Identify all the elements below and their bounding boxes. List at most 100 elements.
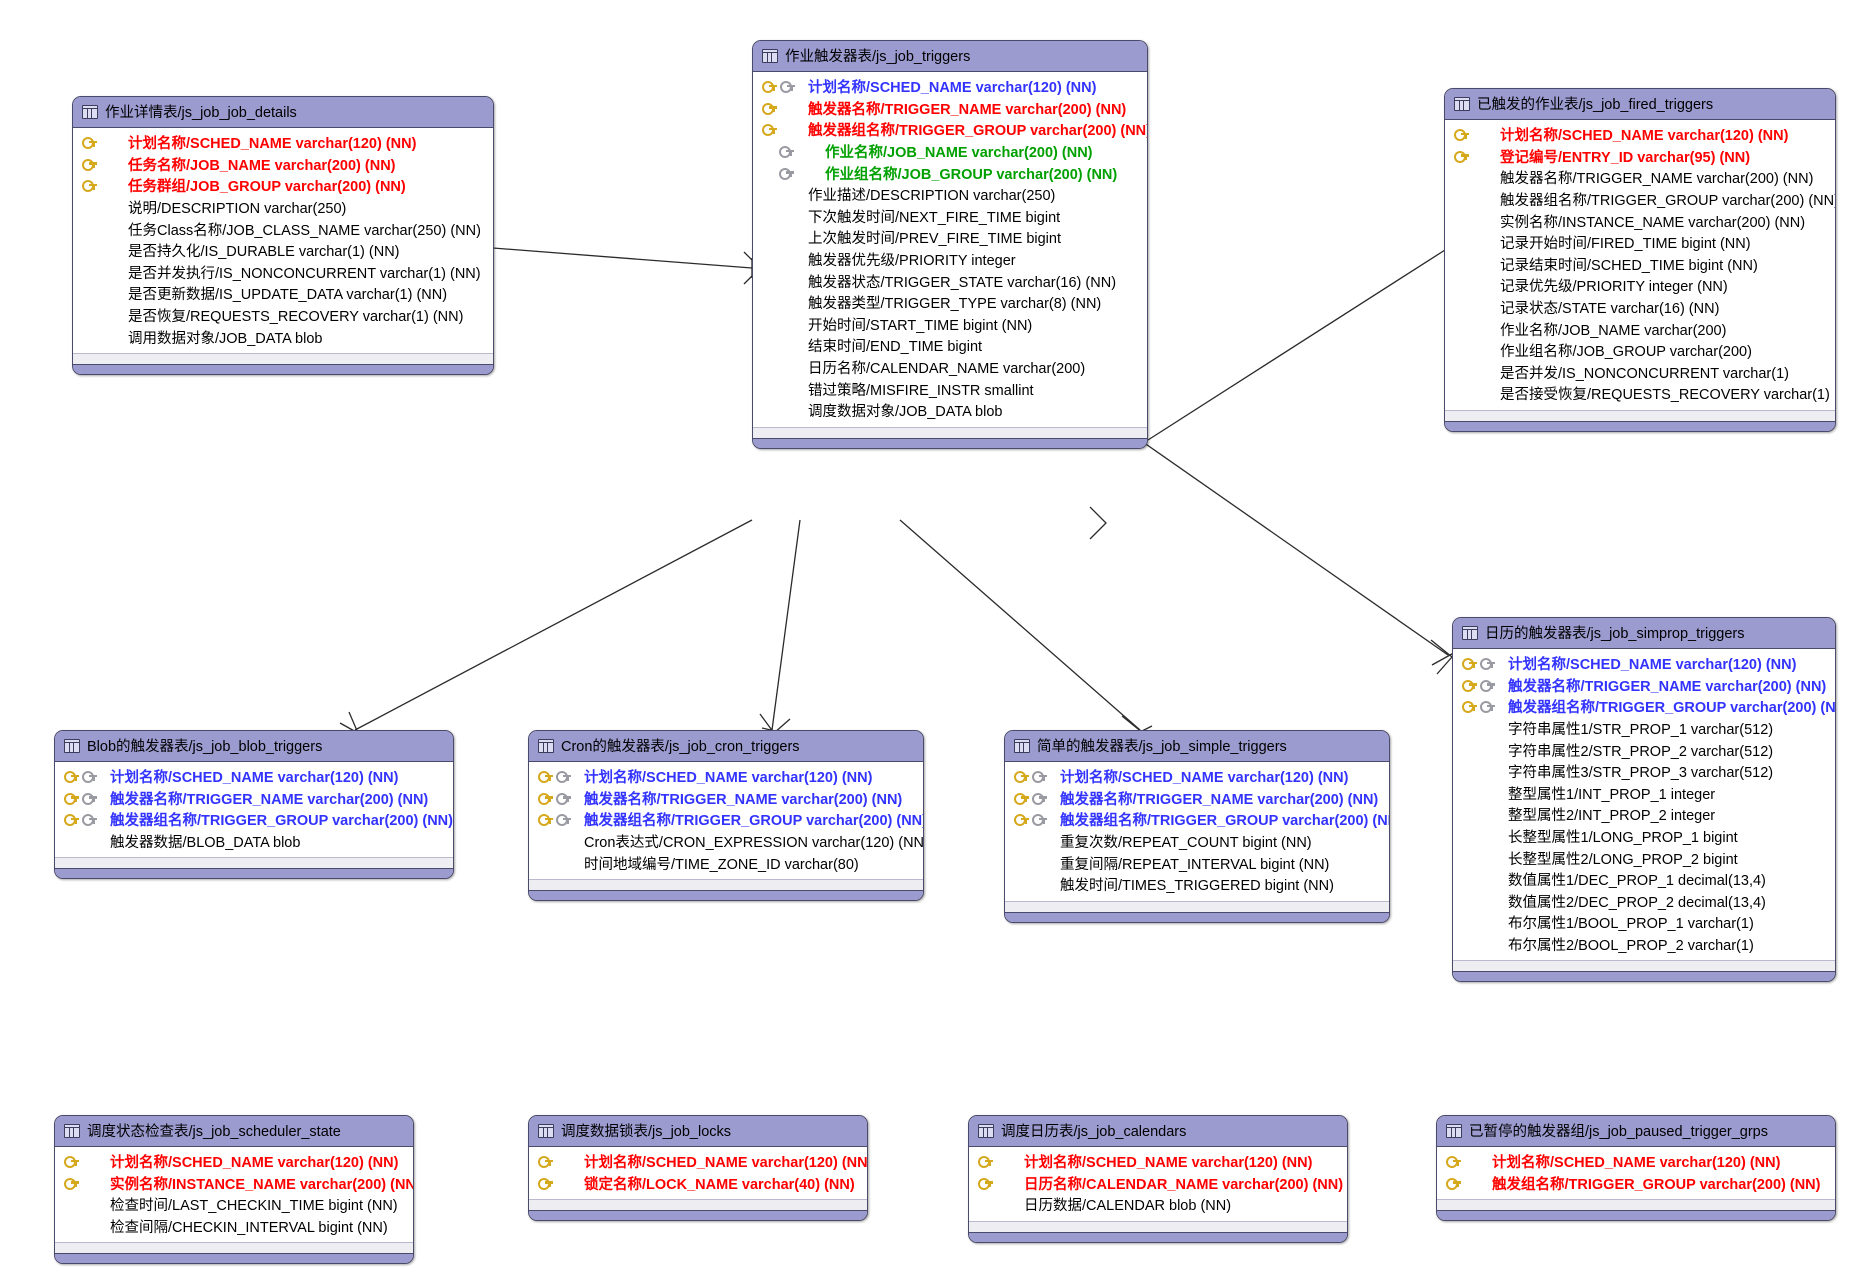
attribute-row[interactable]: 实例名称/INSTANCE_NAME varchar(200) (NN) bbox=[55, 1173, 413, 1195]
attribute-row[interactable]: 触发时间/TIMES_TRIGGERED bigint (NN) bbox=[1005, 874, 1389, 896]
attribute-row[interactable]: 计划名称/SCHED_NAME varchar(120) (NN) bbox=[529, 766, 923, 788]
entity-header-scheduler_state[interactable]: 调度状态检查表/js_job_scheduler_state bbox=[55, 1116, 413, 1147]
attribute-row[interactable]: 计划名称/SCHED_NAME varchar(120) (NN) bbox=[55, 1151, 413, 1173]
attribute-row[interactable]: 记录优先级/PRIORITY integer (NN) bbox=[1445, 275, 1835, 297]
entity-paused_trigger_grps[interactable]: 已暂停的触发器组/js_job_paused_trigger_grps 计划名称/… bbox=[1436, 1115, 1836, 1222]
attribute-row[interactable]: 记录结束时间/SCHED_TIME bigint (NN) bbox=[1445, 254, 1835, 276]
attribute-row[interactable]: 触发器组名称/TRIGGER_GROUP varchar(200) (NN) bbox=[55, 809, 453, 831]
attribute-row[interactable]: 结束时间/END_TIME bigint bbox=[753, 335, 1147, 357]
entity-header-triggers[interactable]: 作业触发器表/js_job_triggers bbox=[753, 41, 1147, 72]
attribute-row[interactable]: Cron表达式/CRON_EXPRESSION varchar(120) (NN… bbox=[529, 831, 923, 853]
entity-calendars[interactable]: 调度日历表/js_job_calendars 计划名称/SCHED_NAME va… bbox=[968, 1115, 1348, 1243]
attribute-row[interactable]: 触发组名称/TRIGGER_GROUP varchar(200) (NN) bbox=[1437, 1173, 1835, 1195]
attribute-row[interactable]: 整型属性1/INT_PROP_1 integer bbox=[1453, 783, 1835, 805]
attribute-row[interactable]: 字符串属性1/STR_PROP_1 varchar(512) bbox=[1453, 718, 1835, 740]
attribute-row[interactable]: 触发器名称/TRIGGER_NAME varchar(200) (NN) bbox=[1445, 167, 1835, 189]
attribute-row[interactable]: 作业组名称/JOB_GROUP varchar(200) (NN) bbox=[753, 162, 1147, 184]
attribute-row[interactable]: 是否恢复/REQUESTS_RECOVERY varchar(1) (NN) bbox=[73, 305, 493, 327]
attribute-row[interactable]: 触发器名称/TRIGGER_NAME varchar(200) (NN) bbox=[1453, 675, 1835, 697]
attribute-row[interactable]: 登记编号/ENTRY_ID varchar(95) (NN) bbox=[1445, 146, 1835, 168]
entity-triggers[interactable]: 作业触发器表/js_job_triggers 计划名称/SCHED_NAME va… bbox=[752, 40, 1148, 449]
entity-header-simple_triggers[interactable]: 简单的触发器表/js_job_simple_triggers bbox=[1005, 731, 1389, 762]
attribute-row[interactable]: 计划名称/SCHED_NAME varchar(120) (NN) bbox=[969, 1151, 1347, 1173]
attribute-row[interactable]: 是否更新数据/IS_UPDATE_DATA varchar(1) (NN) bbox=[73, 283, 493, 305]
attribute-row[interactable]: 计划名称/SCHED_NAME varchar(120) (NN) bbox=[1453, 653, 1835, 675]
attribute-row[interactable]: 触发器数据/BLOB_DATA blob bbox=[55, 831, 453, 853]
attribute-row[interactable]: 触发器优先级/PRIORITY integer bbox=[753, 249, 1147, 271]
attribute-row[interactable]: 锁定名称/LOCK_NAME varchar(40) (NN) bbox=[529, 1173, 867, 1195]
attribute-row[interactable]: 任务群组/JOB_GROUP varchar(200) (NN) bbox=[73, 175, 493, 197]
attribute-row[interactable]: 实例名称/INSTANCE_NAME varchar(200) (NN) bbox=[1445, 210, 1835, 232]
attribute-row[interactable]: 触发器名称/TRIGGER_NAME varchar(200) (NN) bbox=[529, 788, 923, 810]
attribute-row[interactable]: 计划名称/SCHED_NAME varchar(120) (NN) bbox=[1437, 1151, 1835, 1173]
attribute-row[interactable]: 触发器名称/TRIGGER_NAME varchar(200) (NN) bbox=[55, 788, 453, 810]
attribute-row[interactable]: 触发器组名称/TRIGGER_GROUP varchar(200) (NN) bbox=[1445, 189, 1835, 211]
entity-blob_triggers[interactable]: Blob的触发器表/js_job_blob_triggers 计划名称/SCHED… bbox=[54, 730, 454, 880]
entity-header-job_details[interactable]: 作业详情表/js_job_job_details bbox=[73, 97, 493, 128]
attribute-row[interactable]: 作业组名称/JOB_GROUP varchar(200) bbox=[1445, 340, 1835, 362]
entity-header-simprop_triggers[interactable]: 日历的触发器表/js_job_simprop_triggers bbox=[1453, 618, 1835, 649]
attribute-row[interactable]: 日历名称/CALENDAR_NAME varchar(200) (NN) bbox=[969, 1173, 1347, 1195]
attribute-row[interactable]: 作业描述/DESCRIPTION varchar(250) bbox=[753, 184, 1147, 206]
attribute-row[interactable]: 是否并发执行/IS_NONCONCURRENT varchar(1) (NN) bbox=[73, 262, 493, 284]
attribute-row[interactable]: 计划名称/SCHED_NAME varchar(120) (NN) bbox=[73, 132, 493, 154]
attribute-row[interactable]: 日历名称/CALENDAR_NAME varchar(200) bbox=[753, 357, 1147, 379]
attribute-row[interactable]: 触发器状态/TRIGGER_STATE varchar(16) (NN) bbox=[753, 270, 1147, 292]
entity-header-cron_triggers[interactable]: Cron的触发器表/js_job_cron_triggers bbox=[529, 731, 923, 762]
entity-header-calendars[interactable]: 调度日历表/js_job_calendars bbox=[969, 1116, 1347, 1147]
attribute-row[interactable]: 说明/DESCRIPTION varchar(250) bbox=[73, 197, 493, 219]
entity-header-paused_trigger_grps[interactable]: 已暂停的触发器组/js_job_paused_trigger_grps bbox=[1437, 1116, 1835, 1147]
attribute-row[interactable]: 长整型属性2/LONG_PROP_2 bigint bbox=[1453, 847, 1835, 869]
entity-cron_triggers[interactable]: Cron的触发器表/js_job_cron_triggers 计划名称/SCHED… bbox=[528, 730, 924, 901]
attribute-row[interactable]: 开始时间/START_TIME bigint (NN) bbox=[753, 314, 1147, 336]
entity-scheduler_state[interactable]: 调度状态检查表/js_job_scheduler_state 计划名称/SCHED… bbox=[54, 1115, 414, 1265]
attribute-row[interactable]: 错过策略/MISFIRE_INSTR smallint bbox=[753, 378, 1147, 400]
attribute-row[interactable]: 触发器类型/TRIGGER_TYPE varchar(8) (NN) bbox=[753, 292, 1147, 314]
entity-fired_triggers[interactable]: 已触发的作业表/js_job_fired_triggers 计划名称/SCHED_… bbox=[1444, 88, 1836, 432]
entity-header-locks[interactable]: 调度数据锁表/js_job_locks bbox=[529, 1116, 867, 1147]
attribute-row[interactable]: 作业名称/JOB_NAME varchar(200) (NN) bbox=[753, 141, 1147, 163]
attribute-row[interactable]: 触发器名称/TRIGGER_NAME varchar(200) (NN) bbox=[753, 98, 1147, 120]
attribute-row[interactable]: 数值属性2/DEC_PROP_2 decimal(13,4) bbox=[1453, 891, 1835, 913]
attribute-row[interactable]: 触发器组名称/TRIGGER_GROUP varchar(200) (NN) bbox=[529, 809, 923, 831]
attribute-row[interactable]: 检查间隔/CHECKIN_INTERVAL bigint (NN) bbox=[55, 1216, 413, 1238]
attribute-row[interactable]: 是否持久化/IS_DURABLE varchar(1) (NN) bbox=[73, 240, 493, 262]
attribute-row[interactable]: 是否接受恢复/REQUESTS_RECOVERY varchar(1) bbox=[1445, 383, 1835, 405]
entity-simprop_triggers[interactable]: 日历的触发器表/js_job_simprop_triggers 计划名称/SCHE… bbox=[1452, 617, 1836, 983]
attribute-row[interactable]: 布尔属性1/BOOL_PROP_1 varchar(1) bbox=[1453, 912, 1835, 934]
attribute-row[interactable]: 计划名称/SCHED_NAME varchar(120) (NN) bbox=[529, 1151, 867, 1173]
attribute-row[interactable]: 整型属性2/INT_PROP_2 integer bbox=[1453, 804, 1835, 826]
attribute-row[interactable]: 触发器组名称/TRIGGER_GROUP varchar(200) (NN) bbox=[1453, 696, 1835, 718]
attribute-row[interactable]: 字符串属性3/STR_PROP_3 varchar(512) bbox=[1453, 761, 1835, 783]
attribute-row[interactable]: 布尔属性2/BOOL_PROP_2 varchar(1) bbox=[1453, 934, 1835, 956]
attribute-row[interactable]: 重复间隔/REPEAT_INTERVAL bigint (NN) bbox=[1005, 852, 1389, 874]
attribute-row[interactable]: 检查时间/LAST_CHECKIN_TIME bigint (NN) bbox=[55, 1194, 413, 1216]
entity-header-fired_triggers[interactable]: 已触发的作业表/js_job_fired_triggers bbox=[1445, 89, 1835, 120]
entity-simple_triggers[interactable]: 简单的触发器表/js_job_simple_triggers 计划名称/SCHED… bbox=[1004, 730, 1390, 923]
entity-job_details[interactable]: 作业详情表/js_job_job_details 计划名称/SCHED_NAME … bbox=[72, 96, 494, 375]
attribute-row[interactable]: 计划名称/SCHED_NAME varchar(120) (NN) bbox=[1445, 124, 1835, 146]
attribute-row[interactable]: 长整型属性1/LONG_PROP_1 bigint bbox=[1453, 826, 1835, 848]
attribute-row[interactable]: 计划名称/SCHED_NAME varchar(120) (NN) bbox=[1005, 766, 1389, 788]
attribute-row[interactable]: 计划名称/SCHED_NAME varchar(120) (NN) bbox=[55, 766, 453, 788]
attribute-row[interactable]: 日历数据/CALENDAR blob (NN) bbox=[969, 1194, 1347, 1216]
attribute-row[interactable]: 记录状态/STATE varchar(16) (NN) bbox=[1445, 297, 1835, 319]
attribute-row[interactable]: 字符串属性2/STR_PROP_2 varchar(512) bbox=[1453, 739, 1835, 761]
attribute-row[interactable]: 计划名称/SCHED_NAME varchar(120) (NN) bbox=[753, 76, 1147, 98]
attribute-row[interactable]: 上次触发时间/PREV_FIRE_TIME bigint bbox=[753, 227, 1147, 249]
attribute-row[interactable]: 调度数据对象/JOB_DATA blob bbox=[753, 400, 1147, 422]
attribute-row[interactable]: 任务Class名称/JOB_CLASS_NAME varchar(250) (N… bbox=[73, 218, 493, 240]
attribute-row[interactable]: 任务名称/JOB_NAME varchar(200) (NN) bbox=[73, 154, 493, 176]
attribute-row[interactable]: 记录开始时间/FIRED_TIME bigint (NN) bbox=[1445, 232, 1835, 254]
attribute-row[interactable]: 时间地域编号/TIME_ZONE_ID varchar(80) bbox=[529, 852, 923, 874]
attribute-row[interactable]: 是否并发/IS_NONCONCURRENT varchar(1) bbox=[1445, 362, 1835, 384]
attribute-row[interactable]: 触发器组名称/TRIGGER_GROUP varchar(200) (NN) bbox=[1005, 809, 1389, 831]
attribute-row[interactable]: 触发器组名称/TRIGGER_GROUP varchar(200) (NN) bbox=[753, 119, 1147, 141]
entity-header-blob_triggers[interactable]: Blob的触发器表/js_job_blob_triggers bbox=[55, 731, 453, 762]
attribute-row[interactable]: 重复次数/REPEAT_COUNT bigint (NN) bbox=[1005, 831, 1389, 853]
entity-locks[interactable]: 调度数据锁表/js_job_locks 计划名称/SCHED_NAME varch… bbox=[528, 1115, 868, 1222]
attribute-row[interactable]: 下次触发时间/NEXT_FIRE_TIME bigint bbox=[753, 206, 1147, 228]
attribute-row[interactable]: 调用数据对象/JOB_DATA blob bbox=[73, 326, 493, 348]
attribute-row[interactable]: 作业名称/JOB_NAME varchar(200) bbox=[1445, 318, 1835, 340]
attribute-row[interactable]: 触发器名称/TRIGGER_NAME varchar(200) (NN) bbox=[1005, 788, 1389, 810]
